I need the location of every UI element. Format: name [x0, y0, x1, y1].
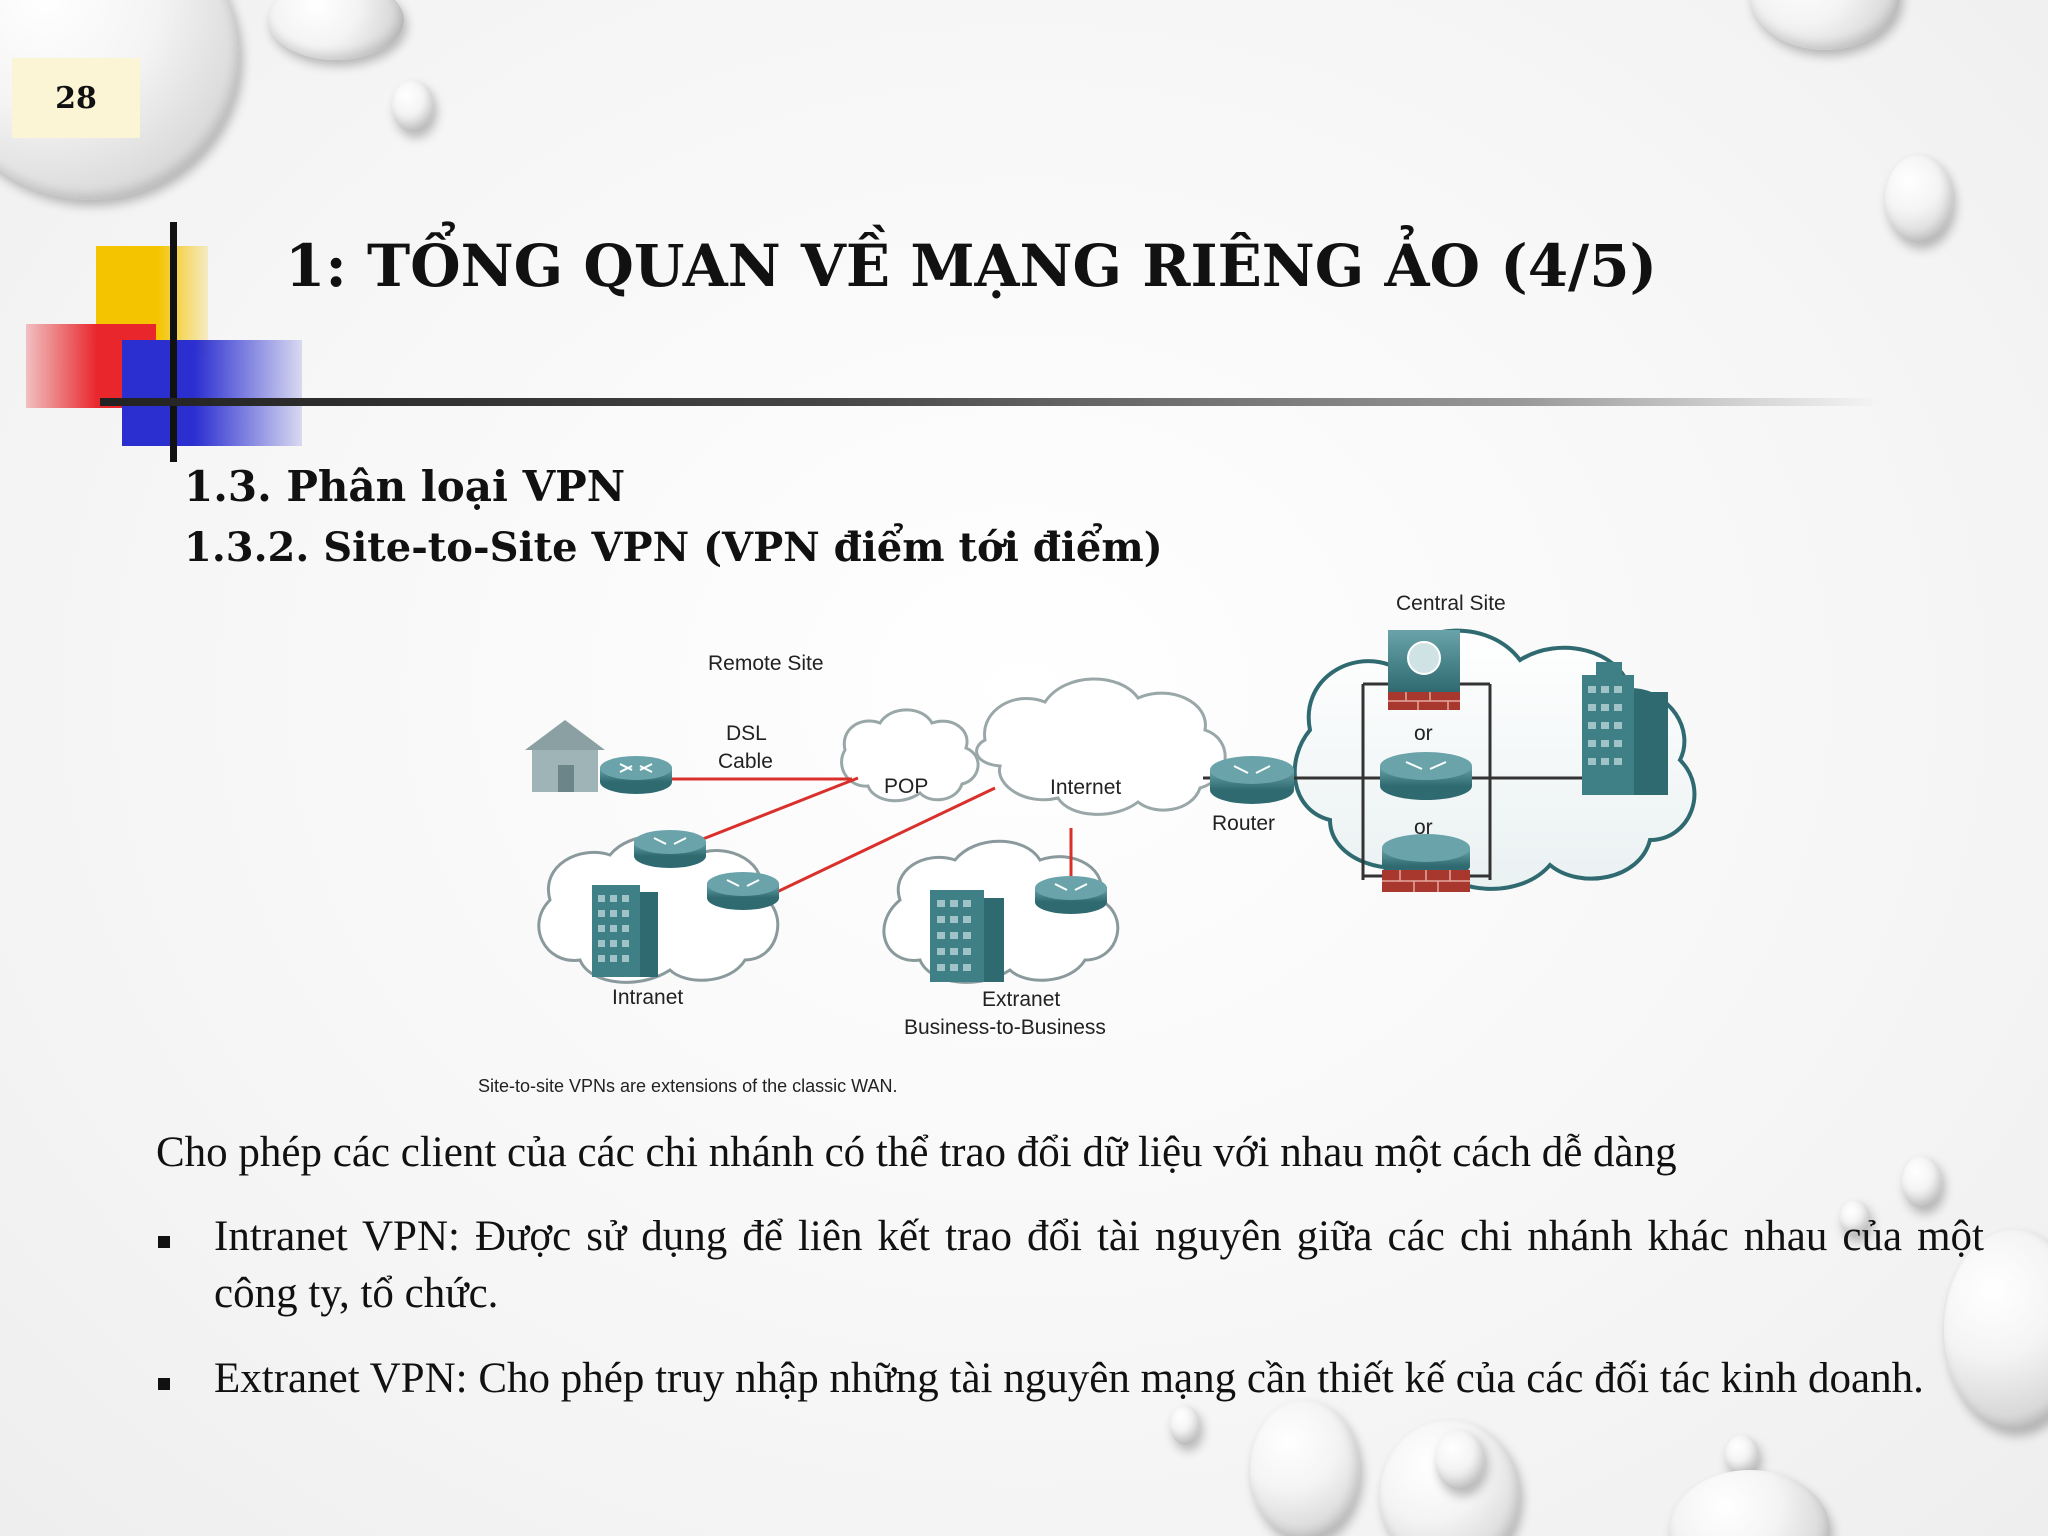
water-drop-decoration: [268, 0, 404, 60]
central-router-icon: [1210, 756, 1294, 804]
bullet-text: Intranet VPN: Được sử dụng để liên kết t…: [214, 1213, 1984, 1317]
label-b2b: Business-to-Business: [904, 1016, 1106, 1039]
label-remote-site: Remote Site: [708, 652, 824, 675]
pop-cloud: [840, 708, 980, 803]
slide-title: 1: TỔNG QUAN VỀ MẠNG RIÊNG ẢO (4/5): [285, 232, 1658, 300]
label-extranet: Extranet: [982, 988, 1060, 1011]
title-underline-rule: [100, 398, 1880, 406]
water-drop-decoration: [392, 80, 434, 132]
bullet-square-icon: [158, 1378, 170, 1390]
intranet-building-icon: [592, 885, 658, 977]
water-drop-decoration: [1670, 1470, 1830, 1536]
water-drop-decoration: [1902, 1156, 1942, 1208]
label-central-site: Central Site: [1396, 592, 1506, 615]
water-drop-decoration: [1750, 0, 1900, 50]
label-internet: Internet: [1050, 776, 1121, 799]
site-to-site-vpn-diagram: Central Site Remote Site DSL Cable POP I…: [470, 580, 1730, 1100]
central-site-router-icon: [1380, 752, 1472, 800]
label-router: Router: [1212, 812, 1275, 835]
label-cable: Cable: [718, 750, 773, 773]
intranet-router-2-icon: [707, 872, 779, 910]
water-drop-decoration: [1250, 1400, 1360, 1536]
water-drop-decoration: [1725, 1435, 1759, 1475]
title-vertical-rule: [170, 222, 177, 462]
extranet-building-icon: [930, 890, 1004, 982]
label-or-top: or: [1414, 722, 1433, 745]
water-drop-decoration: [1170, 1405, 1200, 1445]
water-drop-decoration: [1840, 1200, 1870, 1236]
diagram-svg: Central Site Remote Site DSL Cable POP I…: [478, 592, 1697, 1096]
page-number: 28: [55, 80, 97, 116]
extranet-router-icon: [1035, 876, 1107, 914]
label-intranet: Intranet: [612, 986, 683, 1009]
blue-square-decoration: [122, 340, 302, 446]
intranet-router-icon: [634, 830, 706, 868]
remote-router-icon: [600, 756, 672, 794]
label-pop: POP: [884, 775, 928, 798]
page-number-box: 28: [12, 58, 140, 138]
bullet-square-icon: [158, 1236, 170, 1248]
section-heading: 1.3. Phân loại VPN: [184, 462, 626, 511]
firewall-icon: [1382, 834, 1470, 892]
label-dsl: DSL: [726, 722, 767, 745]
bullet-text: Extranet VPN: Cho phép truy nhập những t…: [214, 1355, 1924, 1402]
water-drop-decoration: [1885, 155, 1953, 243]
house-icon: [525, 720, 605, 792]
trunk-links: [1203, 682, 1585, 880]
vpn-concentrator-icon: [1388, 630, 1460, 710]
intro-paragraph: Cho phép các client của các chi nhánh có…: [156, 1129, 1677, 1176]
subsection-heading: 1.3.2. Site-to-Site VPN (VPN điểm tới đi…: [184, 524, 1163, 571]
central-building-icon: [1582, 662, 1668, 795]
water-drop-decoration: [1944, 1230, 2048, 1430]
figure-caption: Site-to-site VPNs are extensions of the …: [478, 1076, 897, 1096]
water-drop-decoration: [1435, 1430, 1485, 1490]
vpn-links: [670, 776, 1073, 902]
label-or-bottom: or: [1414, 816, 1433, 839]
